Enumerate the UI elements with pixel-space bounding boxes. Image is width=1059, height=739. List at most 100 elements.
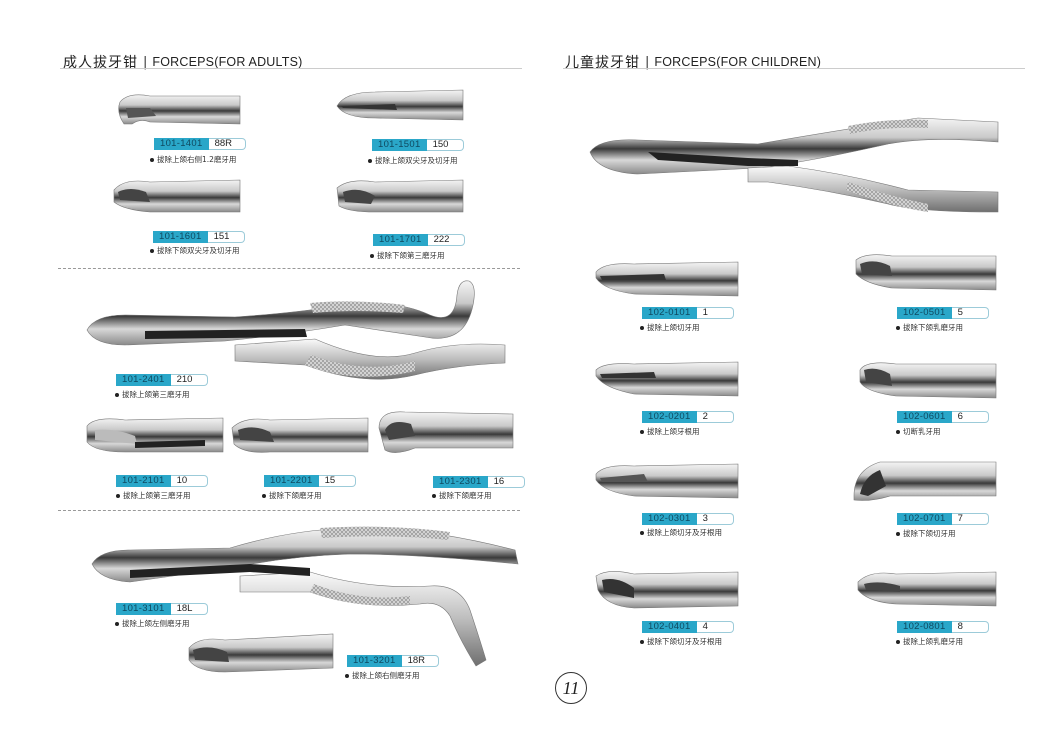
model-number: 222 xyxy=(427,234,465,246)
product-code: 101-1501 xyxy=(372,139,427,151)
heading-en: FORCEPS(FOR ADULTS) xyxy=(152,55,303,69)
forceps-image-101-1601 xyxy=(113,179,241,213)
product-code: 101-2401 xyxy=(116,374,171,386)
product-code: 101-1601 xyxy=(153,231,208,243)
product-description: 拔除上颌切牙及牙根用 xyxy=(640,527,722,538)
product-code: 101-3101 xyxy=(116,603,171,615)
product-tag: 101-1501 150 xyxy=(372,139,464,151)
forceps-image-101-1401 xyxy=(118,94,241,125)
product-code: 102-0301 xyxy=(642,513,697,525)
product-code: 102-0501 xyxy=(897,307,952,319)
model-number: 1 xyxy=(696,307,734,319)
heading-rule xyxy=(563,68,1025,69)
section-heading-children: 儿童拔牙钳 | FORCEPS(FOR CHILDREN) xyxy=(565,52,821,72)
forceps-image-101-2201 xyxy=(231,417,369,453)
section-divider xyxy=(58,268,520,269)
model-number: 5 xyxy=(951,307,989,319)
heading-en: FORCEPS(FOR CHILDREN) xyxy=(654,55,822,69)
product-tag: 102-0201 2 xyxy=(642,411,734,423)
forceps-image-101-1701 xyxy=(336,179,464,213)
product-code: 101-2101 xyxy=(116,475,171,487)
forceps-image-102-0301 xyxy=(595,463,739,499)
heading-separator: | xyxy=(645,54,650,70)
product-code: 102-0801 xyxy=(897,621,952,633)
product-tag: 101-2301 16 xyxy=(433,476,525,488)
section-divider xyxy=(58,510,520,511)
product-tag: 101-2401 210 xyxy=(116,374,208,386)
model-number: 6 xyxy=(951,411,989,423)
product-tag: 101-3101 18L xyxy=(116,603,208,615)
product-description: 拔除下颌第三磨牙用 xyxy=(370,250,445,261)
forceps-image-102-0401 xyxy=(595,571,739,609)
model-number: 16 xyxy=(487,476,525,488)
model-number: 151 xyxy=(207,231,245,243)
product-tag: 101-1401 88R xyxy=(154,138,246,150)
product-tag: 102-0401 4 xyxy=(642,621,734,633)
product-description: 拔除下颌切牙用 xyxy=(896,528,956,539)
forceps-image-101-1501 xyxy=(336,89,464,121)
model-number: 18L xyxy=(170,603,208,615)
product-tag: 101-2101 10 xyxy=(116,475,208,487)
product-code: 102-0601 xyxy=(897,411,952,423)
product-description: 拔除上颌切牙用 xyxy=(640,322,700,333)
forceps-image-102-0701 xyxy=(853,461,997,501)
forceps-image-101-2301 xyxy=(378,411,514,453)
model-number: 2 xyxy=(696,411,734,423)
heading-cn: 成人拔牙钳 xyxy=(63,55,138,71)
product-code: 101-2201 xyxy=(264,475,319,487)
product-tag: 101-1701 222 xyxy=(373,234,465,246)
model-number: 15 xyxy=(318,475,356,487)
model-number: 88R xyxy=(208,138,246,150)
model-number: 18R xyxy=(401,655,439,667)
forceps-image-101-2401 xyxy=(86,280,506,380)
product-code: 101-1701 xyxy=(373,234,428,246)
product-tag: 102-0701 7 xyxy=(897,513,989,525)
product-description: 拔除上颌牙根用 xyxy=(640,426,700,437)
product-code: 102-0201 xyxy=(642,411,697,423)
product-tag: 102-0501 5 xyxy=(897,307,989,319)
forceps-image-101-3101 xyxy=(91,526,519,667)
product-tag: 102-0101 1 xyxy=(642,307,734,319)
model-number: 8 xyxy=(951,621,989,633)
forceps-image-102-0101 xyxy=(595,261,739,297)
product-description: 拔除上颌右侧1.2磨牙用 xyxy=(150,154,236,165)
product-code: 102-0101 xyxy=(642,307,697,319)
model-number: 4 xyxy=(696,621,734,633)
heading-separator: | xyxy=(143,54,148,70)
product-description: 拔除上颌双尖牙及切牙用 xyxy=(368,155,458,166)
model-number: 10 xyxy=(170,475,208,487)
model-number: 7 xyxy=(951,513,989,525)
forceps-image-101-2101 xyxy=(86,417,224,453)
product-description: 拔除上颌左侧磨牙用 xyxy=(115,618,190,629)
product-code: 102-0401 xyxy=(642,621,697,633)
forceps-image-102-0501 xyxy=(855,254,997,291)
product-code: 101-3201 xyxy=(347,655,402,667)
forceps-image-101-3201 xyxy=(188,633,334,673)
product-description: 拔除下颌双尖牙及切牙用 xyxy=(150,245,240,256)
product-description: 拔除下颌切牙及牙根用 xyxy=(640,636,722,647)
model-number: 210 xyxy=(170,374,208,386)
product-tag: 102-0301 3 xyxy=(642,513,734,525)
heading-cn: 儿童拔牙钳 xyxy=(565,55,640,71)
forceps-image-102-0601 xyxy=(859,362,997,399)
forceps-image-children-main xyxy=(589,117,999,213)
page-number: 11 xyxy=(555,672,587,704)
product-description: 拔除上颌乳磨牙用 xyxy=(896,636,963,647)
product-tag: 101-1601 151 xyxy=(153,231,245,243)
model-number: 150 xyxy=(426,139,464,151)
product-code: 102-0701 xyxy=(897,513,952,525)
product-tag: 101-3201 18R xyxy=(347,655,439,667)
product-tag: 101-2201 15 xyxy=(264,475,356,487)
product-description: 拔除上颌右侧磨牙用 xyxy=(345,670,420,681)
product-tag: 102-0601 6 xyxy=(897,411,989,423)
forceps-image-102-0801 xyxy=(857,571,997,607)
product-description: 拔除下颌磨牙用 xyxy=(432,490,492,501)
product-description: 拔除下颌乳磨牙用 xyxy=(896,322,963,333)
section-heading-adults: 成人拔牙钳 | FORCEPS(FOR ADULTS) xyxy=(63,52,303,72)
product-code: 101-2301 xyxy=(433,476,488,488)
product-description: 拔除上颌第三磨牙用 xyxy=(115,389,190,400)
model-number: 3 xyxy=(696,513,734,525)
product-description: 切断乳牙用 xyxy=(896,426,941,437)
product-description: 拔除下颌磨牙用 xyxy=(262,490,322,501)
product-description: 拔除上颌第三磨牙用 xyxy=(116,490,191,501)
